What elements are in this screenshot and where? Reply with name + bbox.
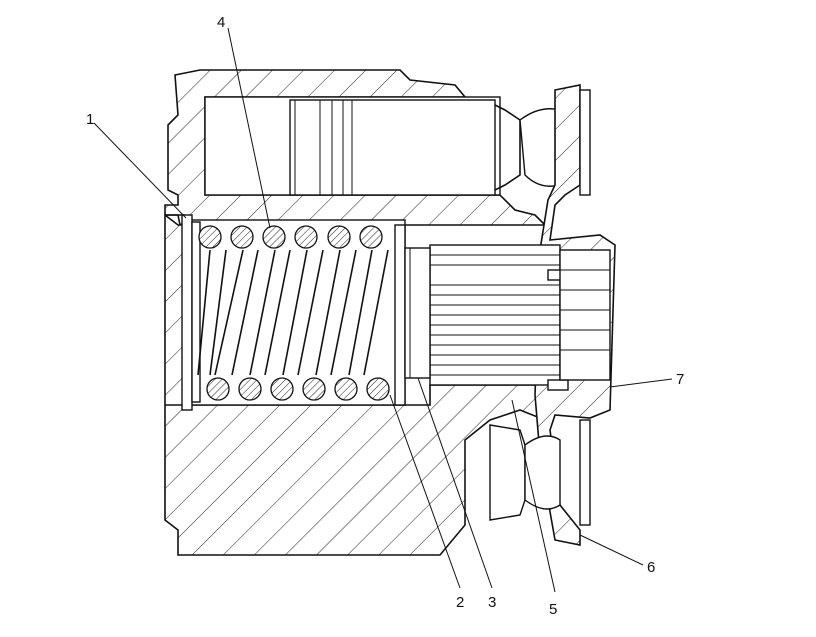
spring-seat [181,214,431,411]
callout-2: 2 [456,594,464,611]
callout-7: 7 [676,371,684,388]
callout-5: 5 [549,601,557,618]
callouts: 1 2 3 4 5 6 7 [86,14,684,618]
leader-lines [93,27,673,593]
callout-1: 1 [86,111,94,128]
shaft [429,244,611,391]
leader-7 [609,378,673,388]
leader-2 [389,394,461,589]
callout-4: 4 [217,14,225,31]
lower-disc [489,424,561,521]
callout-3: 3 [488,594,496,611]
leader-3 [417,377,493,589]
upper-spool [289,99,586,196]
callout-6: 6 [647,559,655,576]
spring [197,225,390,401]
leader-6 [579,534,644,566]
leader-5 [511,399,556,593]
leader-4 [227,27,271,229]
leader-1 [93,122,187,219]
